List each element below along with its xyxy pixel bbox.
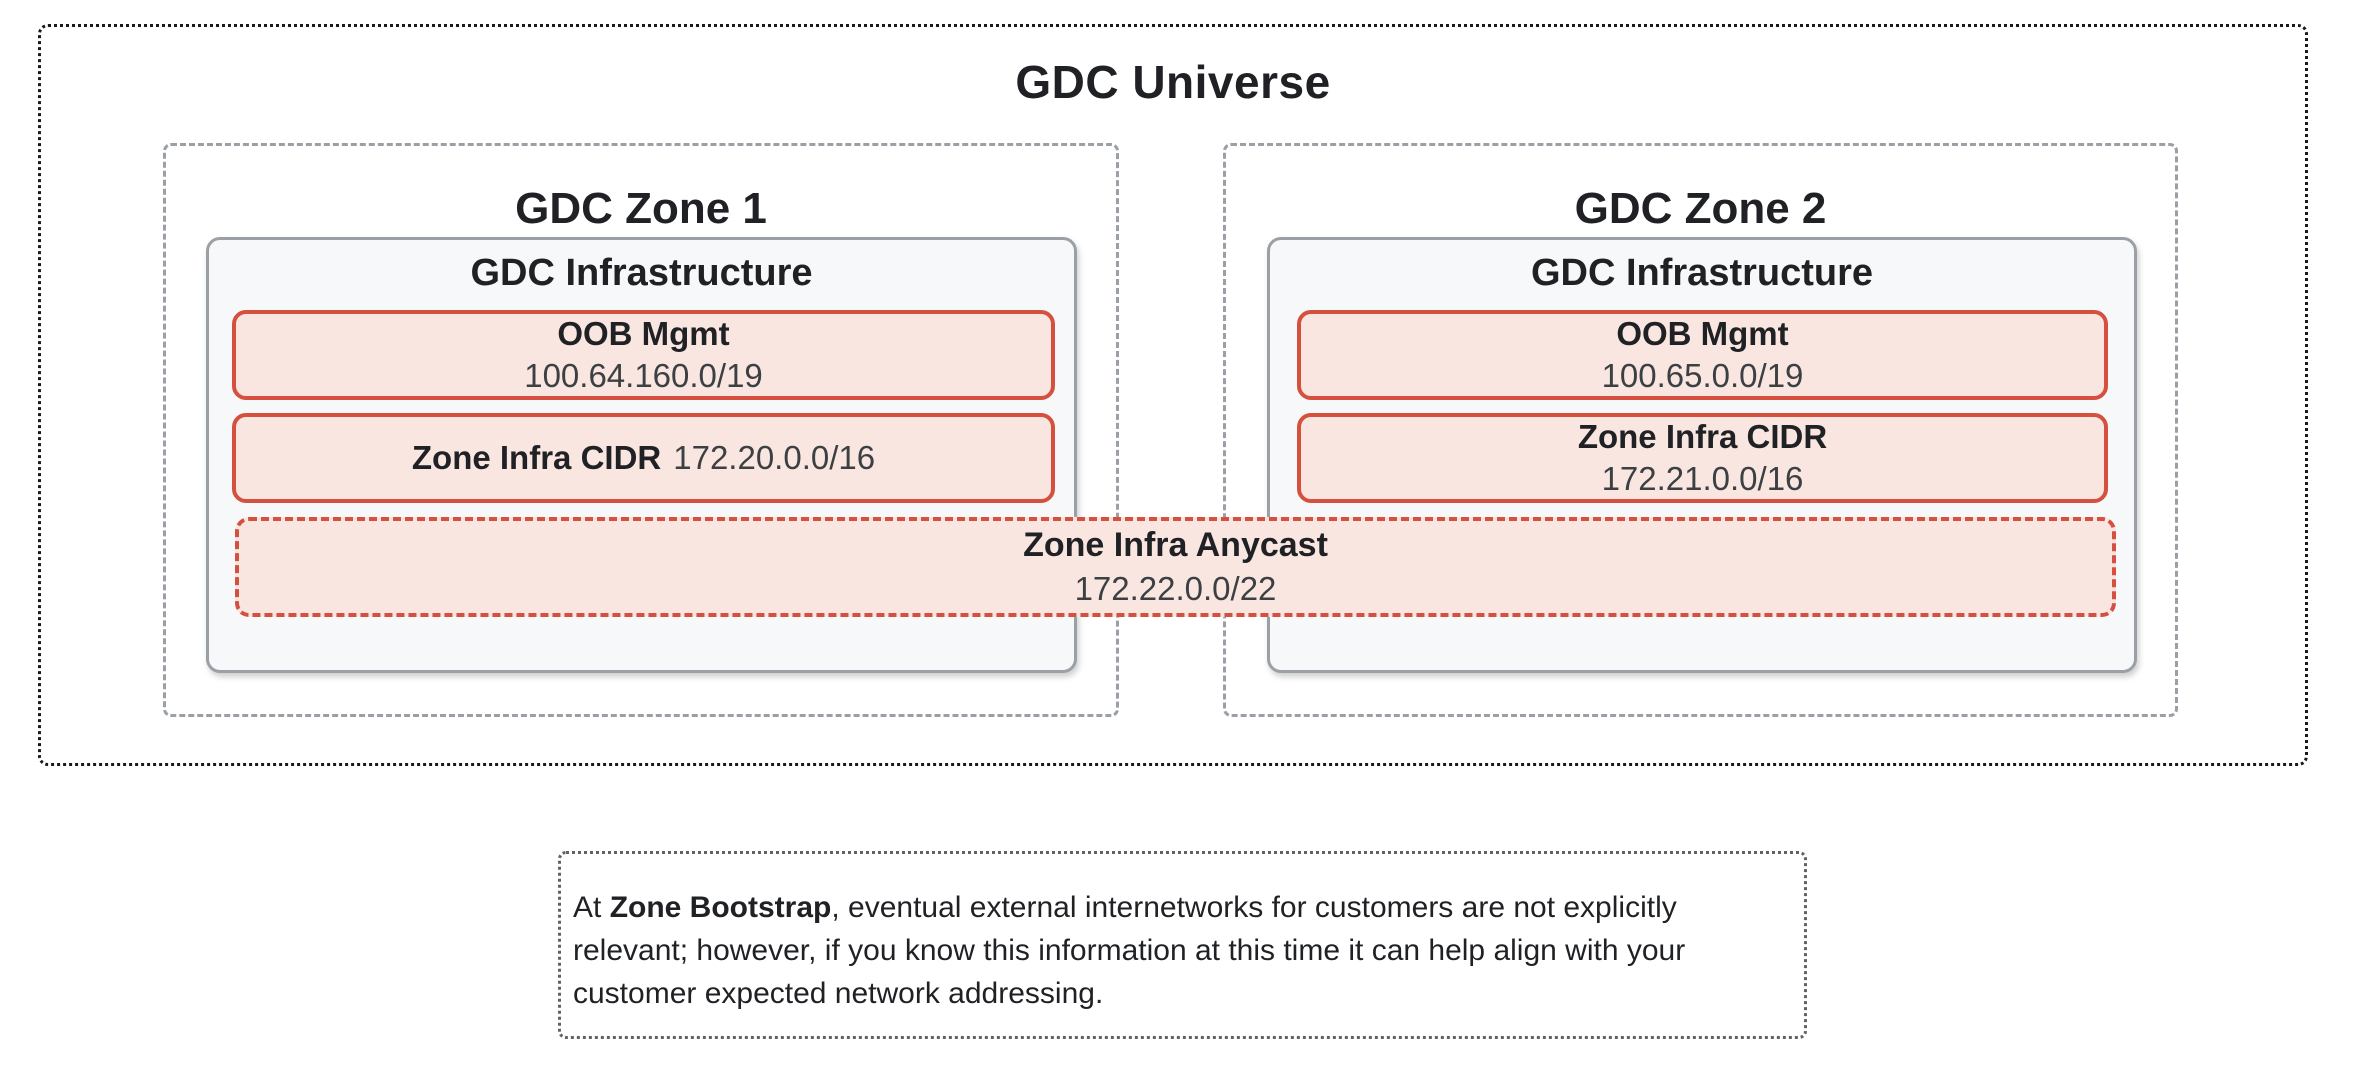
zone-1-oob-mgmt-cidr: 100.64.160.0/19 [524, 357, 763, 394]
zone-1-infrastructure-title: GDC Infrastructure [470, 252, 813, 294]
zone-2-oob-mgmt-box: OOB Mgmt 100.65.0.0/19 [1297, 310, 2108, 400]
gdc-universe-container: GDC Universe GDC Zone 1 GDC Infrastructu… [38, 24, 2308, 766]
zone-2-infra-cidr-box: Zone Infra CIDR 172.21.0.0/16 [1297, 413, 2108, 503]
note-text-prefix: At [573, 891, 610, 924]
zone-2-oob-mgmt-cidr: 100.65.0.0/19 [1601, 357, 1804, 394]
universe-title: GDC Universe [1015, 56, 1331, 108]
zone-2-infra-cidr-label: Zone Infra CIDR [1577, 418, 1828, 455]
zone-1-infra-cidr-value: 172.20.0.0/16 [673, 439, 876, 476]
gdc-zone-1-container: GDC Zone 1 GDC Infrastructure OOB Mgmt 1… [163, 143, 1119, 717]
zone-infra-anycast-label: Zone Infra Anycast [1023, 526, 1328, 564]
zone-infra-anycast-cidr: 172.22.0.0/22 [1074, 570, 1277, 607]
note-text-bold: Zone Bootstrap [609, 891, 832, 924]
zone-1-oob-mgmt-label: OOB Mgmt [557, 315, 730, 352]
zone-1-infra-cidr-label: Zone Infra CIDR [411, 439, 662, 476]
gdc-zone-2-container: GDC Zone 2 GDC Infrastructure OOB Mgmt 1… [1223, 143, 2178, 717]
zone-1-infra-cidr-box: Zone Infra CIDR 172.20.0.0/16 [232, 413, 1055, 503]
zone-1-oob-mgmt-box: OOB Mgmt 100.64.160.0/19 [232, 310, 1055, 400]
zone-2-oob-mgmt-label: OOB Mgmt [1616, 315, 1789, 352]
zone-2-infrastructure-title: GDC Infrastructure [1530, 252, 1874, 294]
zone-infra-anycast-box: Zone Infra Anycast 172.22.0.0/22 [235, 517, 2116, 617]
zone-2-title: GDC Zone 2 [1574, 184, 1827, 233]
zone-2-infra-cidr-value: 172.21.0.0/16 [1601, 460, 1804, 497]
zone-bootstrap-note: At Zone Bootstrap, eventual external int… [558, 851, 1807, 1039]
note-text-rest: , eventual external internetworks for cu… [573, 891, 1686, 1010]
zone-1-title: GDC Zone 1 [515, 184, 767, 233]
